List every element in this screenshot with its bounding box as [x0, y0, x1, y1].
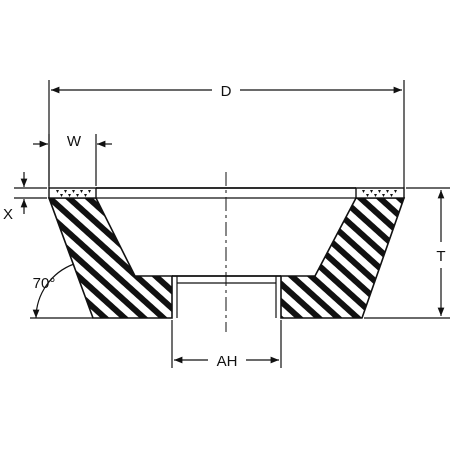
t-label: T	[436, 248, 445, 265]
ah-label: AH	[217, 353, 238, 370]
abrasive-texture	[56, 190, 397, 197]
right-wall-section	[280, 197, 406, 319]
angle-arc	[32, 263, 75, 319]
angle-label: 70°	[33, 275, 56, 292]
left-abrasive-rim	[48, 187, 97, 199]
d-label: D	[221, 83, 232, 100]
x-label: X	[3, 206, 13, 223]
right-abrasive-rim	[355, 187, 405, 199]
w-label: W	[67, 133, 82, 150]
left-wall-section	[47, 197, 173, 319]
